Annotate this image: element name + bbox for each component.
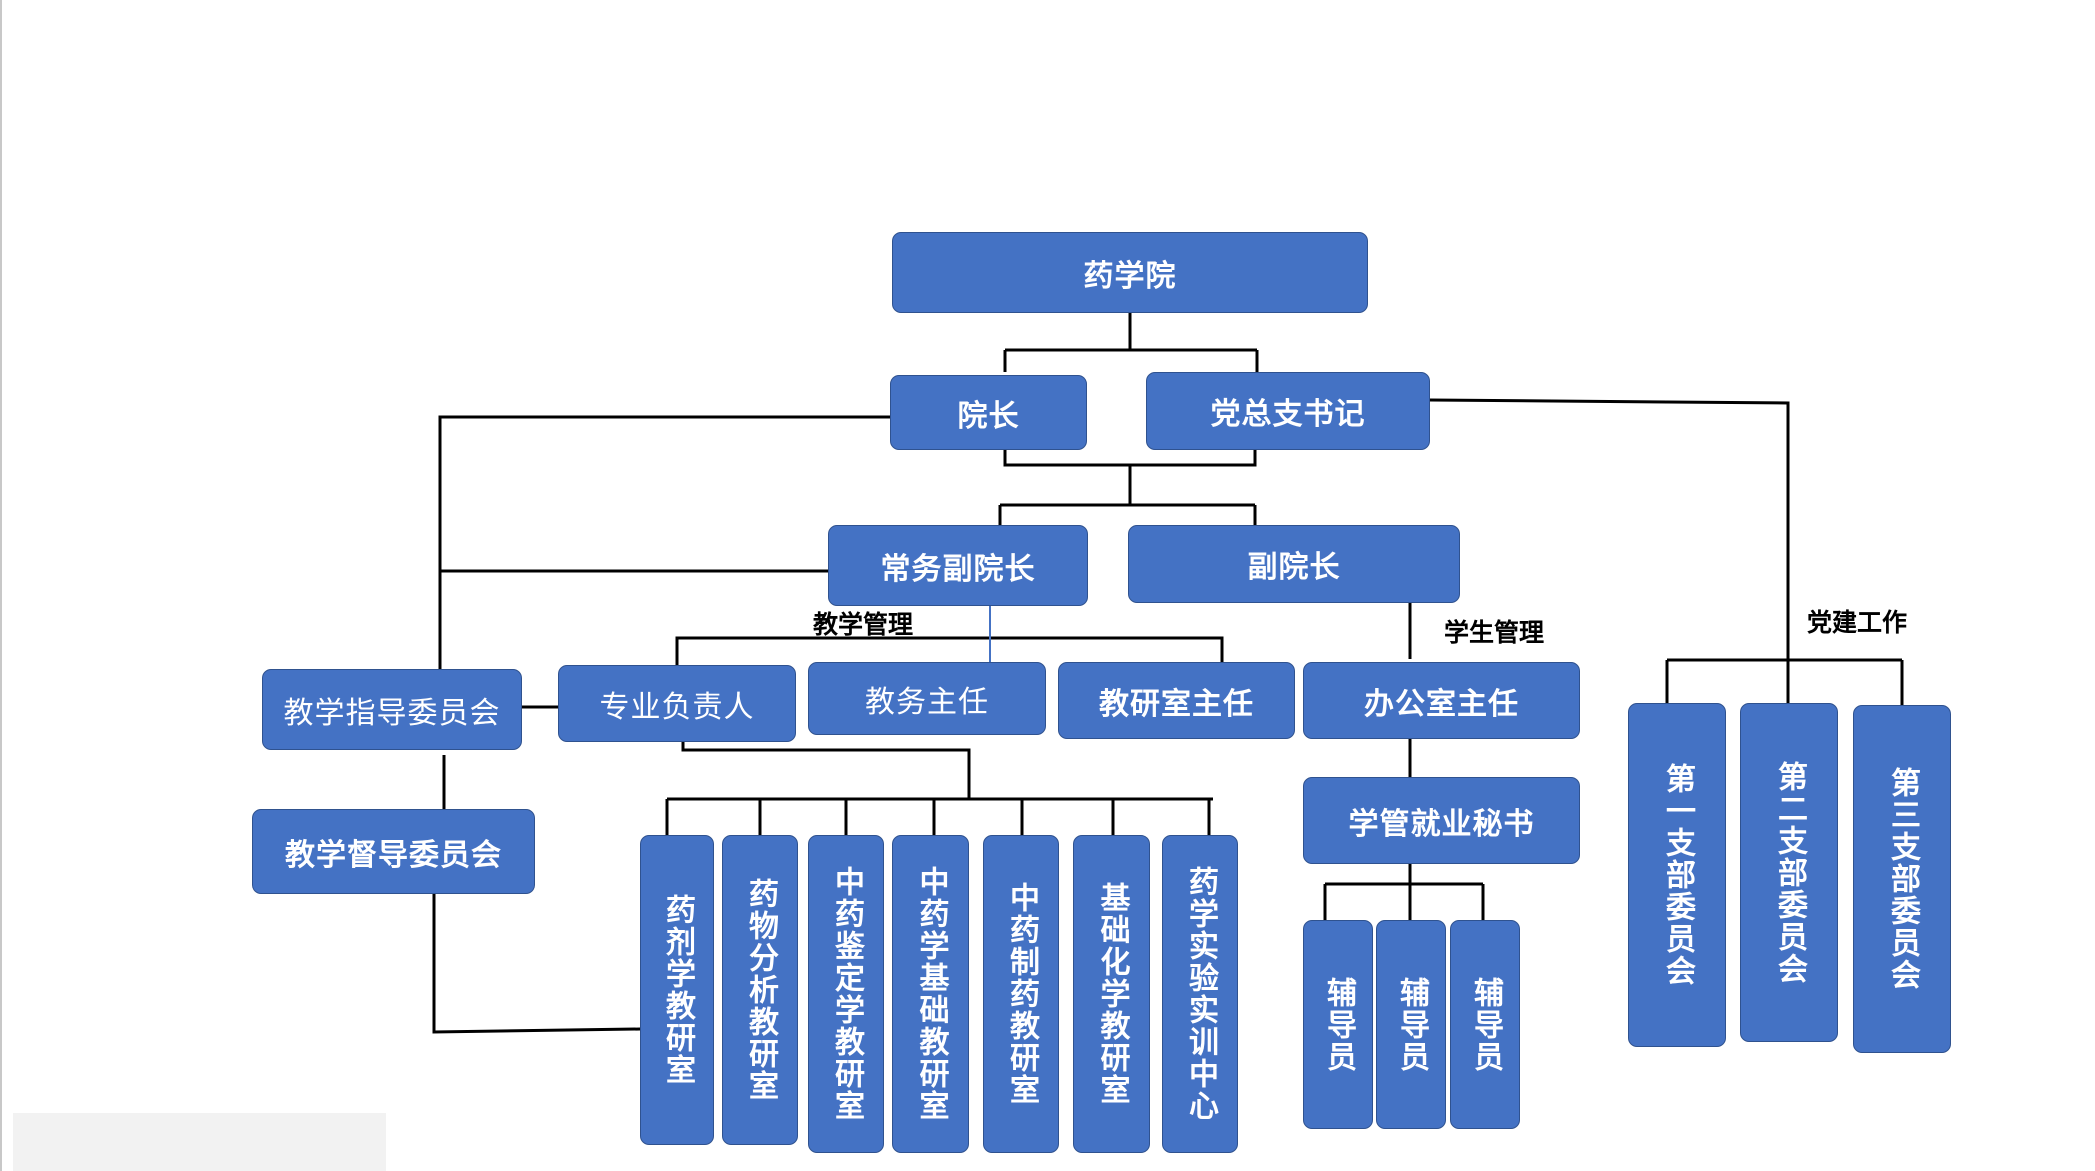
node-teaching-guidance-committee[interactable]: 教学指导委员会 xyxy=(262,669,522,750)
node-office-director[interactable]: 办公室主任 xyxy=(1303,662,1580,739)
node-program-leader[interactable]: 专业负责人 xyxy=(558,665,796,742)
corner-panel xyxy=(13,1113,386,1171)
connector-secretary-to-counselors xyxy=(1323,864,1485,922)
node-counselor[interactable]: 辅导员 xyxy=(1303,920,1373,1129)
node-college[interactable]: 药学院 xyxy=(892,232,1368,313)
node-student-employment-secretary[interactable]: 学管就业秘书 xyxy=(1303,777,1580,864)
node-department[interactable]: 基础化学教研室 xyxy=(1073,835,1150,1153)
node-vice-dean[interactable]: 副院长 xyxy=(1128,525,1460,603)
node-department[interactable]: 中药学基础教研室 xyxy=(892,835,969,1153)
node-counselor[interactable]: 辅导员 xyxy=(1376,920,1446,1129)
connector-supervision-to-departments xyxy=(432,894,641,1034)
connector-teaching-bus xyxy=(675,636,1224,665)
connector-college-to-leaders xyxy=(1003,313,1259,372)
connector-to-departments xyxy=(665,742,1213,835)
node-department[interactable]: 药学实验实训中心 xyxy=(1162,835,1238,1153)
node-teaching-supervision-committee[interactable]: 教学督导委员会 xyxy=(252,809,535,894)
node-academic-affairs-director[interactable]: 教务主任 xyxy=(808,662,1046,735)
node-department[interactable]: 药剂学教研室 xyxy=(640,835,714,1145)
node-branch-committee[interactable]: 第一支部委员会 xyxy=(1628,703,1726,1047)
node-department[interactable]: 中药制药教研室 xyxy=(983,835,1059,1153)
label-party-building: 党建工作 xyxy=(1807,608,1908,637)
node-dean[interactable]: 院长 xyxy=(890,375,1087,450)
left-edge-divider xyxy=(0,0,2,1171)
connector-party-to-branches xyxy=(1429,398,1790,705)
connector-dean-left-spine xyxy=(438,415,890,705)
node-exec-vice-dean[interactable]: 常务副院长 xyxy=(828,525,1088,606)
node-branch-committee[interactable]: 第三支部委员会 xyxy=(1853,705,1951,1053)
connector-leaders-to-vice-deans xyxy=(998,450,1257,525)
node-branch-committee[interactable]: 第二支部委员会 xyxy=(1740,703,1838,1042)
node-counselor[interactable]: 辅导员 xyxy=(1450,920,1520,1129)
label-student-management: 学生管理 xyxy=(1444,618,1545,647)
node-party-secretary[interactable]: 党总支书记 xyxy=(1146,372,1430,450)
label-teaching-management: 教学管理 xyxy=(813,610,914,639)
node-department[interactable]: 药物分析教研室 xyxy=(722,835,798,1145)
connector-branch-bus xyxy=(1665,658,1904,705)
node-teaching-research-director[interactable]: 教研室主任 xyxy=(1058,662,1295,739)
node-department[interactable]: 中药鉴定学教研室 xyxy=(808,835,884,1153)
